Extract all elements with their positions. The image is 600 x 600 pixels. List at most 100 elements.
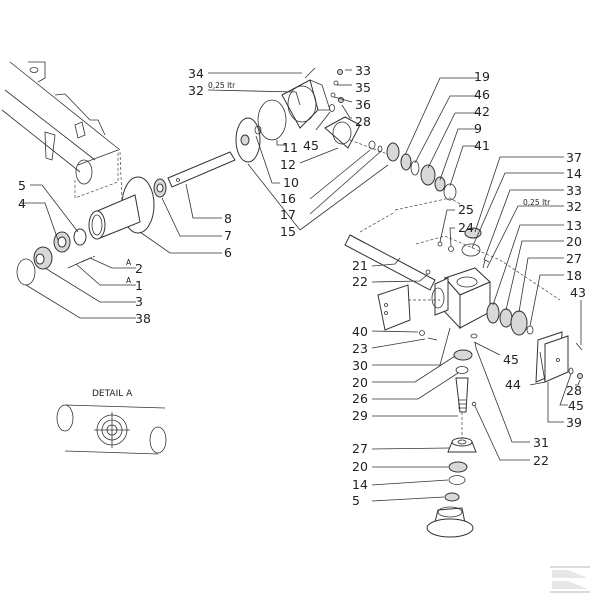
part-5-seal — [444, 492, 460, 502]
part-43-bolt — [575, 342, 583, 351]
callout-39: 39 — [566, 415, 582, 430]
part-46-ring — [410, 160, 420, 176]
part-26-ring — [455, 366, 469, 374]
callout-27-b: 27 — [352, 441, 368, 456]
callout-23: 23 — [352, 341, 368, 356]
callout-31: 31 — [533, 435, 549, 450]
part-bearing-cup — [386, 142, 400, 162]
callout-26: 26 — [352, 391, 368, 406]
marker-a-1: A — [126, 276, 132, 285]
callout-38: 38 — [135, 311, 151, 326]
callout-20-b: 20 — [352, 375, 368, 390]
callout-41: 41 — [474, 138, 490, 153]
callout-6: 6 — [224, 245, 232, 260]
part-19-bearing — [400, 153, 412, 171]
part-27-gear — [510, 310, 528, 336]
part-20-bearing — [499, 308, 513, 328]
part-20-bearing-c — [448, 461, 468, 473]
callout-13: 13 — [566, 218, 582, 233]
callout-8: 8 — [224, 211, 232, 226]
callout-10: 10 — [283, 175, 299, 190]
callout-43: 43 — [570, 285, 586, 300]
callout-1: 1 — [135, 278, 143, 293]
callout-5-b: 5 — [352, 493, 360, 508]
callout-28-b: 28 — [566, 383, 582, 398]
callout-27: 27 — [566, 251, 582, 266]
oil-note-a: 0,25 ltr — [208, 81, 236, 90]
callout-37: 37 — [566, 150, 582, 165]
marker-a-2: A — [126, 258, 132, 267]
callout-33-b: 33 — [566, 183, 582, 198]
callout-25: 25 — [458, 202, 474, 217]
callout-12: 12 — [280, 157, 296, 172]
part-2-pin — [81, 255, 96, 263]
callout-28: 28 — [355, 114, 371, 129]
part-36-screw — [330, 92, 336, 98]
oil-note-b: 0,25 ltr — [523, 198, 551, 207]
detail-a-label: DETAIL A — [92, 389, 133, 399]
callout-40: 40 — [352, 324, 368, 339]
callout-2: 2 — [135, 261, 143, 276]
callout-44: 44 — [505, 377, 521, 392]
callout-20-c: 20 — [352, 459, 368, 474]
callout-3: 3 — [135, 294, 143, 309]
detail-a-view: DETAIL A — [56, 389, 167, 455]
part-34-bolt — [304, 67, 316, 79]
callout-21: 21 — [352, 258, 368, 273]
gear-housing — [344, 227, 583, 383]
callout-46: 46 — [474, 87, 490, 102]
callout-14-b: 14 — [352, 477, 368, 492]
part-45-washer-b — [470, 333, 478, 339]
boom-arm — [1, 61, 123, 201]
part-25-screw — [437, 241, 443, 247]
callout-34: 34 — [188, 66, 204, 81]
part-38-ring — [16, 258, 36, 286]
part-40-bracket — [377, 284, 411, 331]
callout-45-b: 45 — [503, 352, 519, 367]
callout-17: 17 — [280, 207, 296, 222]
part-33-plug — [337, 69, 343, 75]
part-5-washer — [73, 228, 87, 246]
part-33-plug-b — [482, 259, 490, 269]
part-23-bolt — [427, 337, 438, 341]
callout-45-c: 45 — [568, 398, 584, 413]
part-16-ring — [368, 140, 376, 150]
part-14-ring-b — [448, 475, 466, 485]
callout-14: 14 — [566, 166, 582, 181]
callout-labels: 34 32 0,25 ltr 33 35 36 28 45 11 12 10 1… — [18, 63, 586, 508]
part-28-plug-b — [577, 373, 583, 379]
part-45-washer — [329, 104, 335, 112]
part-9-washer — [434, 176, 446, 192]
part-24-screw — [448, 246, 454, 252]
callout-11: 11 — [282, 140, 298, 155]
callout-45: 45 — [303, 138, 319, 153]
part-35-washer — [333, 80, 339, 86]
part-21-shaft — [344, 234, 436, 291]
callout-4: 4 — [18, 196, 26, 211]
callout-9: 9 — [474, 121, 482, 136]
part-13-bearing — [486, 302, 500, 324]
part-11-gasket — [257, 99, 287, 141]
callout-29: 29 — [352, 408, 368, 423]
part-22-key-b — [471, 401, 477, 407]
callout-24: 24 — [458, 220, 474, 235]
brand-logo — [550, 566, 590, 593]
leader-lines — [20, 69, 582, 502]
callout-5: 5 — [18, 178, 26, 193]
callout-22-b: 22 — [533, 453, 549, 468]
callout-7: 7 — [224, 228, 232, 243]
part-42-bearing — [420, 164, 436, 186]
part-8-shaft — [167, 151, 236, 188]
part-10-oring — [254, 125, 262, 135]
part-45-washer-c — [568, 367, 574, 375]
callout-42: 42 — [474, 104, 490, 119]
callout-15: 15 — [280, 224, 296, 239]
callout-20: 20 — [566, 234, 582, 249]
part-22-key — [425, 269, 431, 275]
left-shaft-assembly — [16, 151, 236, 286]
callout-36: 36 — [355, 97, 371, 112]
callout-18: 18 — [566, 268, 582, 283]
callout-33: 33 — [355, 63, 371, 78]
vertical-shaft-stack — [426, 349, 477, 538]
